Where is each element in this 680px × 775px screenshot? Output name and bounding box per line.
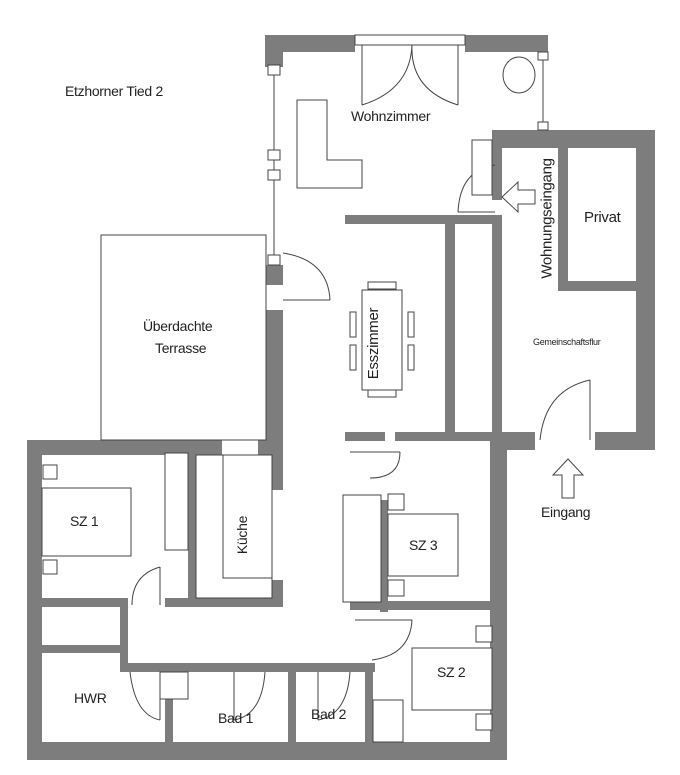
walls: [27, 35, 655, 760]
label-bad1: Bad 1: [218, 710, 254, 726]
wardrobe-sz3: [342, 494, 382, 603]
label-terrasse-1: Überdachte: [143, 318, 213, 334]
furniture: [41, 56, 585, 743]
bed-sz3: [387, 513, 459, 577]
sofa: [296, 99, 363, 189]
label-hwr: HWR: [74, 690, 107, 706]
bed-sz2: [411, 647, 493, 711]
round-table: [502, 56, 536, 94]
label-eingang: Eingang: [541, 504, 591, 520]
entrance-arrow-left: [501, 180, 536, 214]
wardrobe-sz1: [164, 452, 189, 551]
entrance-arrow-up: [551, 458, 585, 499]
label-wohnungseingang: Wohnungseingang: [538, 158, 556, 279]
label-esszimmer: Esszimmer: [365, 307, 383, 380]
dining-table: [361, 289, 403, 391]
label-terrasse-2: Terrasse: [155, 340, 207, 356]
label-gemeinschaftsflur: Gemeinschaftsflur: [533, 337, 601, 347]
label-privat: Privat: [584, 209, 621, 226]
windows-and-doors: [129, 34, 591, 721]
label-sz3: SZ 3: [409, 537, 438, 553]
label-sz2: SZ 2: [437, 664, 466, 680]
label-bad2: Bad 2: [311, 706, 347, 722]
terrace-outline: [100, 234, 267, 441]
label-sz1: SZ 1: [70, 513, 99, 529]
label-kueche: Küche: [234, 515, 251, 555]
bed-sz1: [41, 487, 132, 557]
tv: [471, 139, 493, 196]
label-wohnzimmer: Wohnzimmer: [351, 108, 431, 124]
plan-title: Etzhorner Tied 2: [65, 83, 163, 99]
